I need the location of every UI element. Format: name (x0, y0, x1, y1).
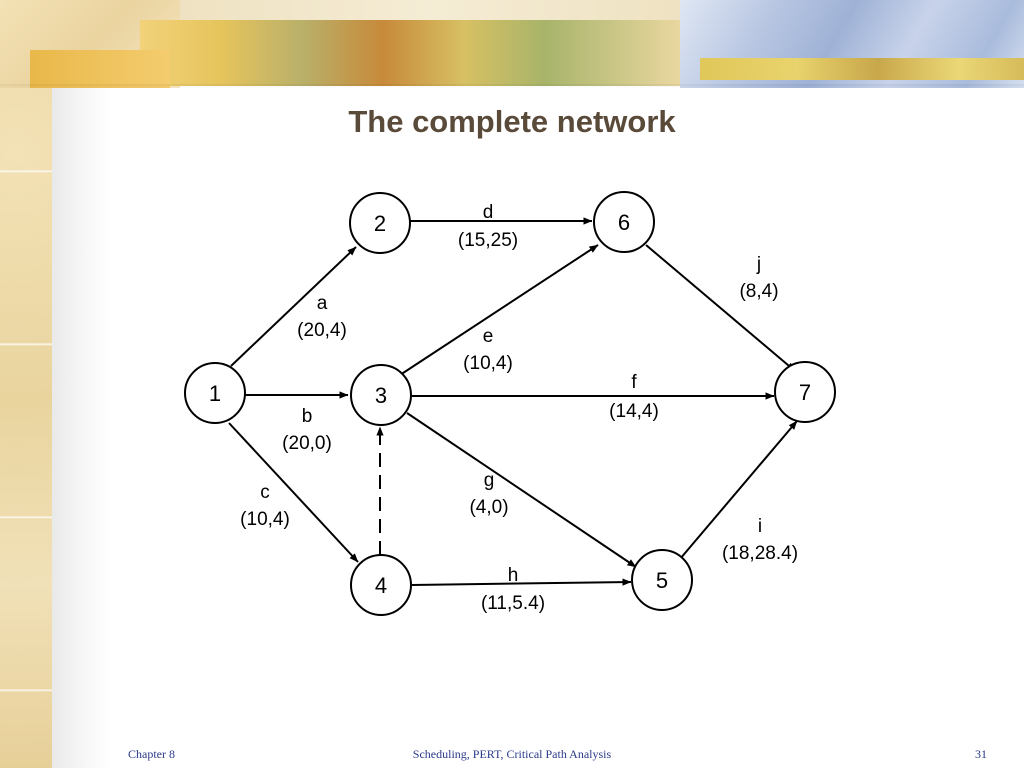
edge-b-values: (20,0) (282, 433, 332, 454)
edge-a-values: (20,4) (297, 320, 347, 341)
edge-i (679, 420, 798, 560)
node-5: 5 (631, 549, 693, 611)
svg-text:5: 5 (656, 568, 668, 593)
footer-title: Scheduling, PERT, Critical Path Analysis (412, 747, 612, 761)
svg-text:6: 6 (618, 210, 630, 235)
node-7: 7 (774, 361, 836, 423)
node-6: 6 (593, 191, 655, 253)
edge-a-name: a (317, 293, 328, 314)
edge-h-values: (11,5.4) (481, 593, 545, 614)
edge-c-values: (10,4) (240, 509, 290, 530)
edge-d-values: (15,25) (458, 230, 518, 251)
node-1: 1 (184, 362, 246, 424)
node-4: 4 (350, 554, 412, 616)
edge-j-name: j (756, 254, 761, 275)
edge-c (228, 422, 359, 563)
footer-chapter: Chapter 8 (128, 747, 175, 761)
edge-h (411, 578, 632, 586)
edge-a (230, 246, 357, 367)
node-3: 3 (350, 364, 412, 426)
edge-g-values: (4,0) (469, 497, 508, 518)
svg-text:2: 2 (374, 211, 386, 236)
edge-f-values: (14,4) (609, 401, 659, 422)
edge-f-name: f (631, 372, 637, 393)
header-banner (0, 0, 1024, 88)
edge-e (399, 244, 599, 376)
edge-g-name: g (484, 470, 495, 491)
svg-text:1: 1 (209, 381, 221, 406)
edge-i-values: (18,28.4) (722, 543, 798, 564)
edge-h-name: h (508, 565, 519, 586)
edge-e-name: e (483, 326, 494, 347)
node-2: 2 (349, 192, 411, 254)
footer-page-number: 31 (975, 747, 987, 761)
edge-i-name: i (758, 516, 762, 537)
edge-j (645, 244, 796, 372)
slide-title: The complete network (348, 104, 676, 139)
edge-g (406, 412, 637, 568)
edge-c-name: c (260, 482, 270, 503)
svg-text:3: 3 (375, 383, 387, 408)
left-shadow (52, 0, 112, 768)
edge-j-values: (8,4) (739, 281, 778, 302)
edge-e-values: (10,4) (463, 353, 513, 374)
edge-b-name: b (302, 406, 313, 427)
svg-text:4: 4 (375, 573, 387, 598)
edge-d-name: d (483, 202, 494, 223)
svg-text:7: 7 (799, 380, 811, 405)
